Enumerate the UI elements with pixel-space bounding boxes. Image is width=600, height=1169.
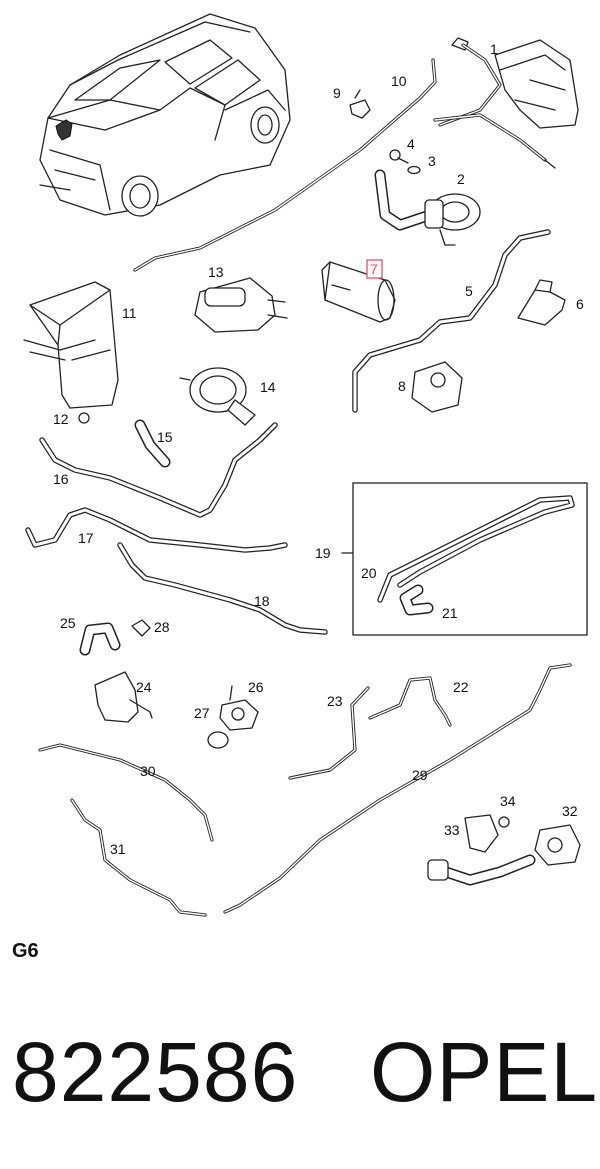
callout-27: 27 (194, 705, 210, 721)
callout-10: 10 (391, 73, 407, 89)
part-11-canister (23, 281, 119, 409)
sheet-code: G6 (12, 940, 39, 962)
part-12-nut (78, 412, 90, 424)
part-10-line (133, 58, 437, 272)
part-13-solenoid-valve (194, 277, 288, 333)
callout-19: 19 (315, 545, 331, 561)
part-number: 822586 (12, 1025, 299, 1119)
part-18-tube (117, 542, 328, 635)
car-overview-illustration (39, 13, 291, 217)
part-32-regulator (534, 824, 581, 866)
callout-14: 14 (260, 379, 276, 395)
brand-name: OPEL (370, 1025, 599, 1119)
part-22-line (368, 676, 452, 727)
part-34-nut (498, 816, 510, 828)
callout-12: 12 (53, 411, 69, 427)
part-25-hose (79, 622, 121, 656)
callout-18: 18 (254, 593, 270, 609)
callout-23: 23 (327, 693, 343, 709)
callout-20: 20 (361, 565, 377, 581)
part-20-tube (377, 495, 575, 603)
part-30-line (38, 743, 214, 842)
callout-26: 26 (248, 679, 264, 695)
part-29-line (223, 663, 572, 914)
callout-34: 34 (500, 793, 516, 809)
callout-31: 31 (110, 841, 126, 857)
part-24-valve (94, 671, 153, 723)
part-26-sender (219, 685, 259, 731)
part-2-valve (374, 169, 481, 246)
callout-24: 24 (136, 679, 152, 695)
part-8-clamp (411, 361, 463, 413)
callout-17: 17 (78, 530, 94, 546)
callout-3: 3 (428, 153, 436, 169)
part-33-bracket (464, 814, 499, 853)
callout-8: 8 (398, 378, 406, 394)
callout-13: 13 (208, 264, 224, 280)
callout-30: 30 (140, 763, 156, 779)
callout-7-highlight-box (366, 259, 383, 279)
callout-4: 4 (407, 136, 415, 152)
callout-2: 2 (457, 171, 465, 187)
callout-21: 21 (442, 605, 458, 621)
callout-6: 6 (576, 296, 584, 312)
part-27-seal-ring (207, 731, 229, 749)
callout-28: 28 (154, 619, 170, 635)
callout-25: 25 (60, 615, 76, 631)
hose-assembly (427, 854, 536, 886)
part-9-clip (349, 89, 371, 119)
callout-9: 9 (333, 85, 341, 101)
parts-diagram: 1 2 3 4 5 6 7 8 9 10 11 12 13 14 15 16 1… (23, 13, 588, 917)
part-23-line (288, 686, 370, 780)
part-14-fuel-filter (179, 367, 256, 426)
callout-32: 32 (562, 803, 578, 819)
callout-5: 5 (465, 283, 473, 299)
callout-7: 7 (370, 261, 378, 277)
part-28-clip (131, 619, 151, 637)
part-15-hose (134, 419, 171, 468)
callout-29: 29 (412, 767, 428, 783)
part-7-filter (321, 261, 396, 323)
part-31-line (70, 798, 207, 917)
part-4-bolt (389, 149, 409, 164)
callout-33: 33 (444, 822, 460, 838)
part-3-nut (407, 165, 421, 175)
callout-16: 16 (53, 471, 69, 487)
part-21-hose (399, 584, 434, 616)
callout-1: 1 (490, 41, 498, 57)
callout-22: 22 (453, 679, 469, 695)
part-6-bracket (517, 279, 566, 326)
part-17-tube (25, 507, 288, 553)
callout-labels: 1 2 3 4 5 6 7 8 9 10 11 12 13 14 15 16 1… (53, 41, 584, 857)
callout-15: 15 (157, 429, 173, 445)
part-16-tube (39, 422, 278, 518)
part-1-canister-assembly (433, 37, 579, 169)
canister-location-icon (55, 119, 73, 141)
part-19-kit-frame (341, 482, 588, 636)
part-5-tube (352, 229, 551, 413)
callout-11: 11 (122, 305, 137, 321)
